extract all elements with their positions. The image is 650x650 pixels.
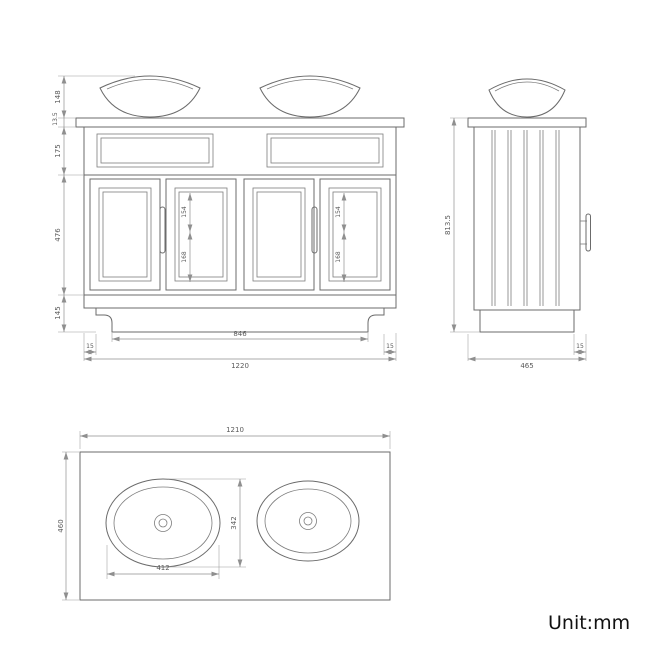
- top-view: [79, 451, 391, 601]
- side-sink: [488, 78, 566, 118]
- side-dim-height: 813.5: [444, 117, 480, 333]
- front-countertop: [75, 117, 405, 128]
- right-drain-icon: [299, 512, 317, 530]
- dim-front-left-inset: 15: [86, 343, 94, 350]
- dim-front-overall-width: 1220: [231, 362, 249, 370]
- dim-door4-panel-width: 154: [335, 206, 342, 218]
- dim-front-sink-height: 148: [54, 90, 62, 103]
- front-plinth: [95, 308, 385, 333]
- front-right-sink: [259, 75, 361, 118]
- dim-top-overall-width: 1210: [226, 426, 244, 434]
- side-plank-lines: [491, 130, 560, 306]
- side-countertop: [467, 117, 587, 128]
- front-door-2: [165, 178, 237, 291]
- top-counter-outline: [79, 451, 391, 601]
- front-cabinet-body: [83, 126, 397, 296]
- top-dim-basin-span: 412: [106, 545, 220, 579]
- top-dim-depth: 460: [57, 451, 79, 601]
- front-handle-right-icon: [311, 206, 318, 254]
- top-left-basin: [105, 478, 221, 568]
- side-view: [467, 78, 591, 333]
- front-door-4: [319, 178, 391, 291]
- dim-side-overall-depth: 465: [520, 362, 533, 370]
- front-base-rail: [83, 294, 397, 309]
- front-door2-panel-dims: 154 168: [181, 193, 193, 282]
- front-apron-panel-left: [96, 133, 214, 168]
- dim-top-basin-length: 342: [230, 516, 238, 529]
- dim-side-overall-height: 813.5: [444, 215, 452, 235]
- front-apron-panel-right: [266, 133, 384, 168]
- dim-top-overall-depth: 460: [57, 519, 65, 532]
- side-dim-bottom: 15 465: [467, 334, 587, 370]
- dim-door4-panel-height: 168: [335, 251, 342, 263]
- front-view: [75, 75, 405, 333]
- dim-front-right-inset: 15: [386, 343, 394, 350]
- top-right-basin: [256, 480, 360, 562]
- front-left-sink: [99, 75, 201, 118]
- front-dim-bottom: 846 15 15 1220: [83, 330, 397, 370]
- dim-front-counter-thickness: 13.5: [52, 112, 59, 126]
- dim-top-basin-span: 412: [156, 564, 169, 572]
- dim-door2-panel-width: 154: [181, 206, 188, 218]
- dim-front-apron-height: 175: [54, 144, 62, 157]
- front-dim-chain-left: 148 13.5 175 476 145: [52, 75, 135, 333]
- front-door-3: [243, 178, 315, 291]
- side-handle-icon: [580, 213, 591, 252]
- side-base: [479, 309, 575, 333]
- front-handle-left-icon: [159, 206, 166, 254]
- dim-door2-panel-height: 168: [181, 251, 188, 263]
- dim-front-base-height: 145: [54, 306, 62, 319]
- top-dim-width: 1210: [79, 426, 391, 449]
- unit-label: Unit:mm: [548, 612, 630, 634]
- dim-front-plinth-width: 846: [233, 330, 247, 338]
- left-drain-icon: [154, 514, 172, 532]
- front-door4-panel-dims: 154 168: [335, 193, 347, 282]
- front-door-1: [89, 178, 161, 291]
- top-dim-basin-length: 342: [168, 478, 246, 568]
- dim-front-door-height: 476: [54, 228, 62, 242]
- dim-side-rear-inset: 15: [576, 343, 584, 350]
